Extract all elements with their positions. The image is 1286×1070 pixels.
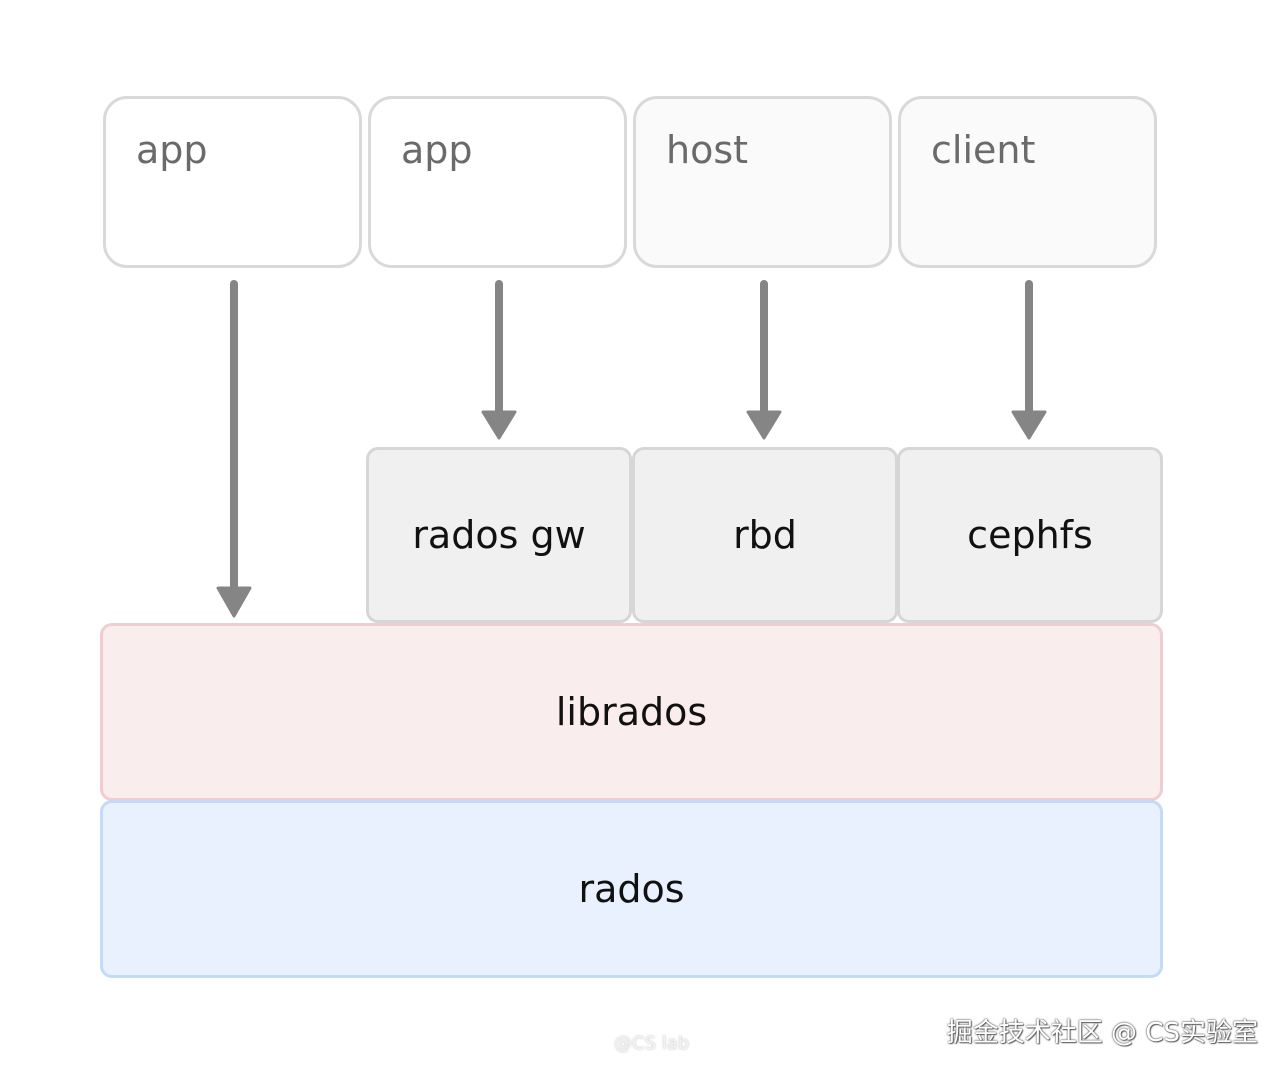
arrow-app-to-rados-gw — [481, 280, 517, 440]
watermark: 掘金技术社区 @ CS实验室 — [946, 1018, 1258, 1048]
sub-watermark: @CS lab — [614, 1033, 690, 1054]
cephfs-box: cephfs — [897, 447, 1163, 623]
app-box-1: app — [103, 96, 362, 268]
client-box: client — [898, 96, 1157, 268]
rados-label: rados — [578, 867, 685, 911]
arrow-client-to-cephfs — [1011, 280, 1047, 440]
app-label-2: app — [401, 128, 473, 172]
app-box-2: app — [368, 96, 627, 268]
arrow-host-to-rbd — [746, 280, 782, 440]
app-label-1: app — [136, 128, 208, 172]
rados-gw-label: rados gw — [412, 513, 586, 557]
rbd-label: rbd — [733, 513, 797, 557]
librados-label: librados — [555, 690, 708, 734]
arrow-app-to-librados — [216, 280, 252, 618]
cephfs-label: cephfs — [967, 513, 1093, 557]
host-box: host — [633, 96, 892, 268]
rbd-box: rbd — [632, 447, 898, 623]
host-label: host — [666, 128, 749, 172]
client-label: client — [931, 128, 1036, 172]
rados-gw-box: rados gw — [366, 447, 632, 623]
librados-layer: librados — [100, 623, 1163, 801]
rados-layer: rados — [100, 800, 1163, 978]
